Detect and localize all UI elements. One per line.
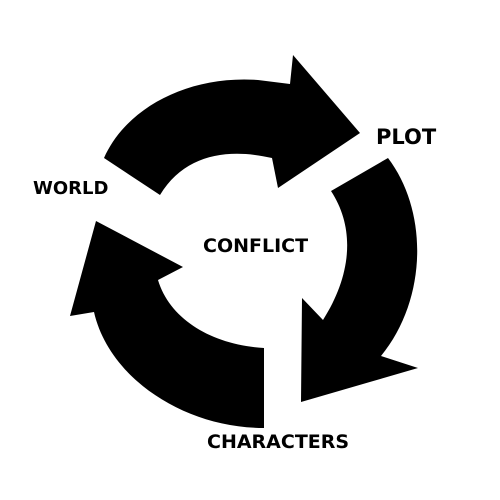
- arrow-plot-to-characters: [301, 158, 418, 402]
- node-label-world: WORLD: [33, 178, 109, 199]
- node-label-plot: PLOT: [376, 125, 437, 149]
- arrow-characters-to-world: [70, 221, 264, 428]
- arrow-world-to-plot: [104, 55, 360, 195]
- center-label-conflict: CONFLICT: [203, 235, 309, 257]
- node-label-characters: CHARACTERS: [207, 431, 350, 453]
